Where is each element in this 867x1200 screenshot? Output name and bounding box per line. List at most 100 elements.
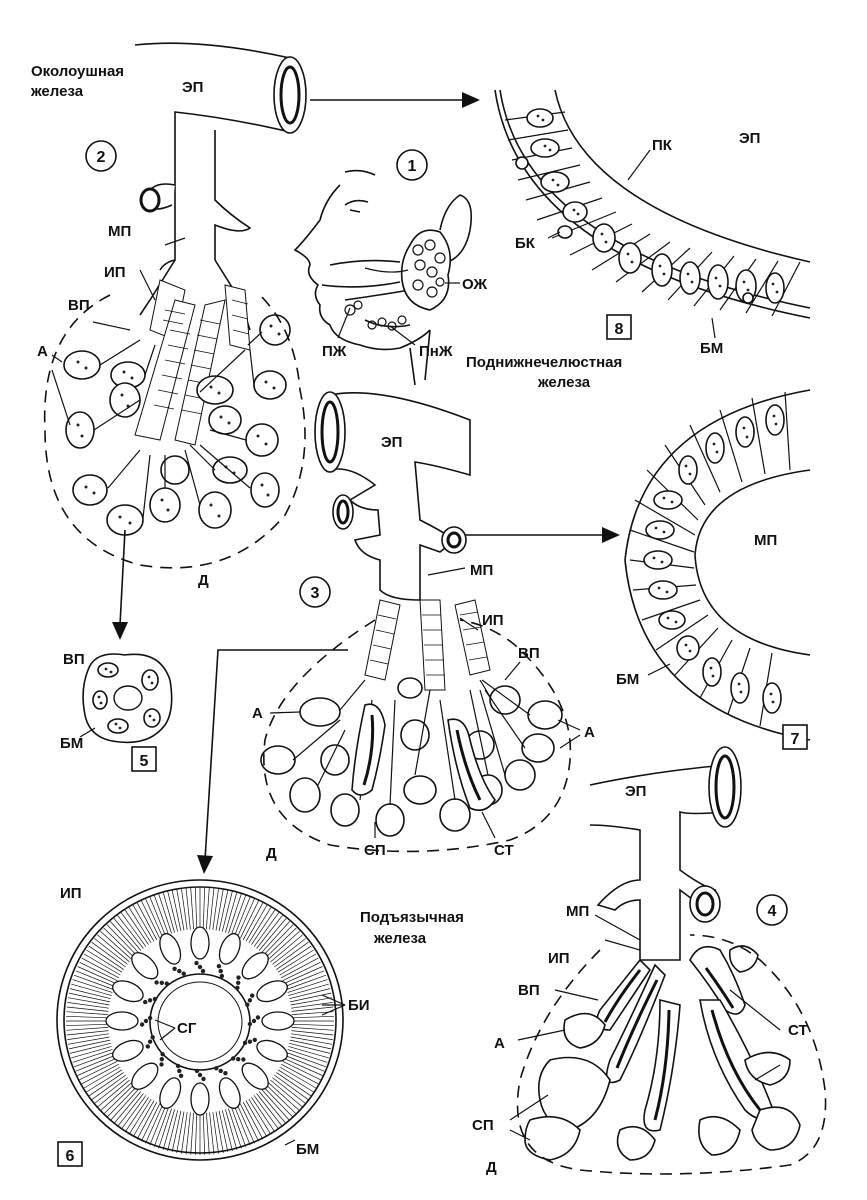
basal-striation <box>100 931 132 960</box>
basal-striation <box>291 1027 334 1031</box>
secretory-granule <box>236 975 241 980</box>
label-a-submandibular-right: А <box>584 724 595 741</box>
cell-nucleus <box>112 1039 144 1062</box>
basal-striation <box>265 1084 297 1115</box>
basal-striation <box>231 894 247 935</box>
panel-7-box <box>782 724 808 750</box>
basal-striation <box>256 915 283 949</box>
label-d-parotid: Д <box>198 572 209 589</box>
label-st-submandibular: СТ <box>494 842 514 859</box>
basal-striation <box>67 1036 110 1045</box>
label-ip-submandibular: ИП <box>482 612 504 629</box>
basal-striation <box>79 1060 118 1081</box>
basal-striation <box>270 934 303 963</box>
secretory-granule <box>252 1037 257 1043</box>
basal-striation <box>171 889 182 932</box>
basal-striation <box>153 1107 169 1148</box>
panel-number-8: 8 <box>615 321 624 338</box>
cell-nucleus <box>256 1039 288 1062</box>
panel-number-4-text: 4 <box>768 903 777 920</box>
basal-striation <box>68 992 111 1003</box>
secretory-granule <box>223 1071 228 1076</box>
label-ip-panel-6: ИП <box>60 885 82 902</box>
label-mp-parotid: МП <box>108 223 131 240</box>
secretory-granule <box>197 964 203 970</box>
basal-striation <box>291 1030 334 1036</box>
basal-striation <box>124 909 149 945</box>
submandibular-lobule-boundary <box>263 619 572 853</box>
basal-striation <box>209 887 215 930</box>
basal-striation <box>77 1058 117 1076</box>
basal-striation <box>100 1082 132 1111</box>
basal-striation <box>212 888 219 930</box>
cell-nucleus <box>105 1011 139 1031</box>
label-ip-sublingual: ИП <box>548 950 570 967</box>
basal-striation <box>106 1086 137 1118</box>
label-vp-parotid: ВП <box>68 297 90 314</box>
label-ep-parotid: ЭП <box>182 79 203 96</box>
secretory-granule <box>159 980 164 985</box>
basal-striation <box>97 934 130 963</box>
secretory-granule <box>147 1015 153 1021</box>
basal-striation <box>253 1095 280 1130</box>
intercalated-duct-section <box>79 653 173 772</box>
basal-striation <box>289 1039 332 1050</box>
basal-striation <box>185 887 191 930</box>
basal-striation <box>120 1095 147 1130</box>
secretory-granule <box>194 1068 200 1074</box>
basal-striation <box>281 1063 319 1085</box>
basal-striation <box>289 1042 331 1054</box>
basal-striation <box>287 979 328 993</box>
secretory-granule <box>150 1035 155 1040</box>
basal-striation <box>167 890 179 932</box>
label-a-sublingual: А <box>494 1035 505 1052</box>
basal-striation <box>263 1086 294 1118</box>
basal-striation <box>272 1077 306 1104</box>
secretory-granule <box>145 1044 150 1049</box>
basal-striation <box>110 1089 139 1121</box>
basal-striation <box>285 970 325 987</box>
label-bm-panel-5: БМ <box>60 735 83 752</box>
basal-striation <box>202 1112 206 1155</box>
basal-striation <box>88 1072 124 1097</box>
basal-striation <box>67 1002 109 1009</box>
secretory-granule <box>159 1062 164 1067</box>
basal-striation <box>283 966 323 984</box>
secretory-granule <box>154 980 159 985</box>
basal-striation <box>234 896 251 936</box>
basal-striation <box>206 1112 210 1155</box>
secretory-granule <box>143 999 148 1005</box>
label-mp-sublingual: МП <box>566 903 589 920</box>
parotid-excretory-duct <box>134 42 291 271</box>
basal-striation <box>248 1098 272 1135</box>
basal-striation <box>221 890 233 932</box>
secretory-granule <box>255 1015 261 1020</box>
caption-parotid-line-2: железа <box>30 83 84 100</box>
basal-striation <box>234 1106 251 1146</box>
basal-striation <box>239 1103 260 1142</box>
label-sp-sublingual: СП <box>472 1117 494 1134</box>
basal-striation <box>176 888 185 931</box>
basal-striation <box>283 1058 323 1076</box>
panel-number-3: 3 <box>299 576 331 608</box>
cell-nucleus <box>261 1011 295 1031</box>
secretory-granule <box>241 1057 246 1062</box>
secretory-granule <box>160 1052 165 1057</box>
secretory-granule <box>218 968 223 974</box>
secretory-granule <box>147 1039 153 1044</box>
basal-striation <box>245 1100 268 1138</box>
cell-nucleus <box>241 952 269 980</box>
label-ip-parotid: ИП <box>104 264 126 281</box>
basal-striation <box>86 1069 123 1093</box>
basal-striation <box>103 1084 135 1115</box>
caption-sublingual-line-2: железа <box>373 930 427 947</box>
basal-striation <box>106 924 137 956</box>
cell-nucleus <box>218 1077 241 1109</box>
intralobular-duct-epithelium <box>624 389 811 750</box>
secretory-granule <box>247 1021 253 1027</box>
secretory-granule <box>242 1040 248 1046</box>
